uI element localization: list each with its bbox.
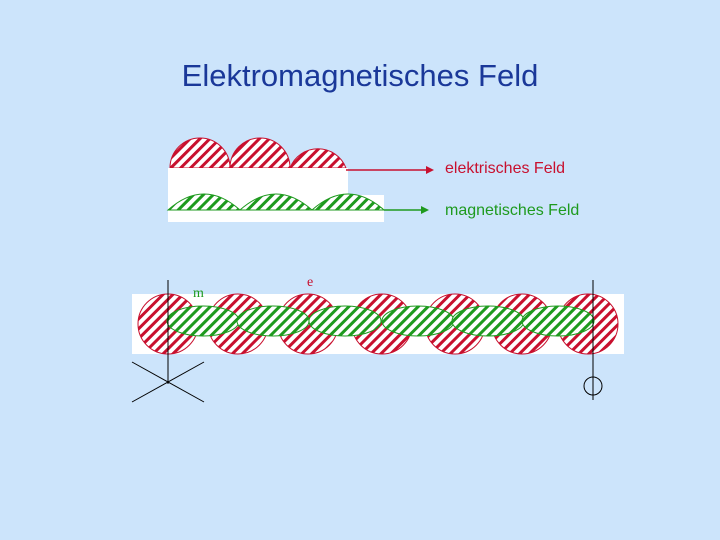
magnetic-field-label: magnetisches Feld: [445, 202, 580, 219]
dipole-antenna: [131, 280, 205, 403]
legend-electric-wave: [169, 137, 347, 169]
magnetic-arrow: [384, 206, 429, 214]
legend-white-band: [168, 168, 348, 198]
electric-marker: e: [307, 275, 314, 290]
magnetic-field-ellipse: [308, 305, 382, 337]
receiver-antenna: [583, 280, 603, 400]
magnetic-marker: m: [193, 286, 204, 301]
magnetic-field-ellipse: [236, 305, 310, 337]
magnetic-lobe: [166, 193, 242, 211]
electric-lobe: [289, 148, 347, 169]
magnetic-field-ellipse: [521, 305, 595, 337]
slide-title: Elektromagnetisches Feld: [181, 58, 539, 93]
electric-arrow: [346, 166, 434, 174]
magnetic-field-ellipse: [381, 305, 455, 337]
left-edge-mask: [120, 294, 132, 356]
electric-lobe: [229, 137, 291, 169]
magnetic-ellipses: [166, 305, 595, 337]
receiver-loop: [583, 376, 603, 396]
magnetic-lobe: [310, 193, 386, 211]
magnetic-field-ellipse: [166, 305, 240, 337]
magnetic-lobe: [238, 193, 314, 211]
magnetic-field-ellipse: [451, 305, 525, 337]
electric-lobe: [169, 137, 231, 169]
legend-magnetic-wave: [166, 193, 386, 222]
electric-field-label: elektrisches Feld: [445, 160, 566, 177]
